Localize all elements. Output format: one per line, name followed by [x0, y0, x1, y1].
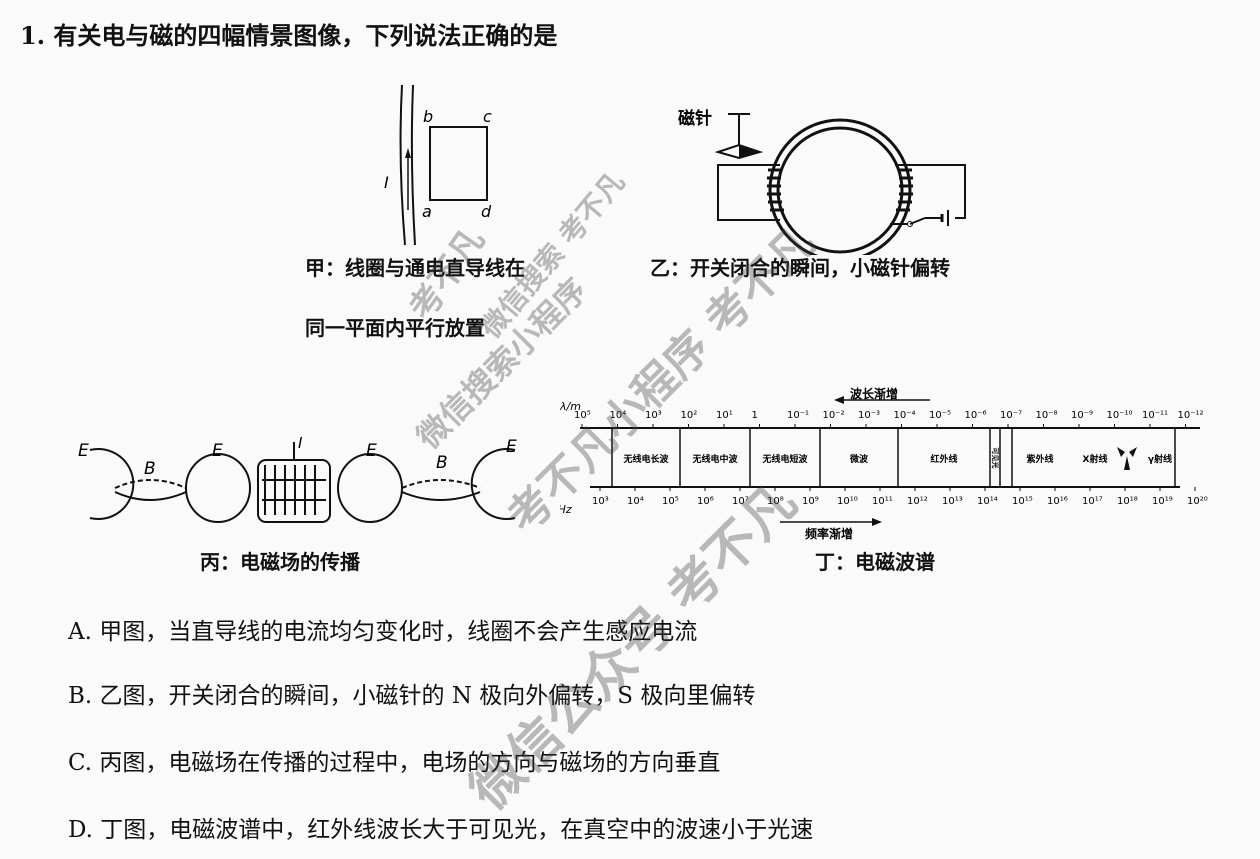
- wire-line: [399, 84, 406, 246]
- wavelength-tick-label: 1: [752, 410, 758, 421]
- option-label: C.: [68, 750, 93, 776]
- figure-yi-diagram: 磁针: [678, 108, 966, 255]
- circuit-wire: [717, 164, 780, 221]
- frequency-tick-label: 10¹²: [907, 496, 928, 507]
- frequency-tick-label: 10³: [592, 496, 609, 507]
- option-text: 甲图，当直导线的电流均匀变化时，线圈不会产生感应电流: [99, 619, 698, 645]
- frequency-tick-label: 10⁹: [802, 496, 819, 507]
- frequency-tick-label: 10¹⁷: [1082, 496, 1103, 507]
- caption-bing: 丙：电磁场的传播: [200, 550, 360, 574]
- label-current: I: [298, 434, 303, 452]
- option-text: 丁图，电磁波谱中，红外线波长大于可见光，在真空中的波速小于光速: [100, 817, 814, 843]
- frequency-tick-label: 10¹⁵: [1012, 496, 1033, 507]
- frequency-tick-label: 10⁶: [697, 496, 714, 507]
- option-text: 丙图，电磁场在传播的过程中，电场的方向与磁场的方向垂直: [99, 750, 721, 776]
- wavelength-tick-label: 10⁻¹¹: [1142, 410, 1168, 421]
- label-b: b: [423, 107, 433, 126]
- label-e: E: [506, 437, 517, 457]
- wavelength-arrow-label: 波长渐增: [850, 386, 898, 401]
- iron-ring: [768, 118, 912, 255]
- frequency-arrow-label: 频率渐增: [805, 526, 853, 540]
- frequency-tick-label: 10²⁰: [1187, 496, 1208, 507]
- frequency-tick-label: 10⁷: [732, 496, 749, 507]
- wavelength-tick-label: 10²: [681, 410, 698, 421]
- figure-jia-diagram: b c a d I: [384, 84, 492, 246]
- wavelength-tick-label: 10⁻⁹: [1071, 410, 1093, 421]
- frequency-tick-label: 10¹⁹: [1152, 496, 1173, 507]
- wavelength-axis-label: λ/m: [560, 400, 581, 413]
- label-current: I: [384, 173, 389, 192]
- frequency-tick-label: 10¹⁶: [1047, 496, 1068, 507]
- band-label: 可见光: [991, 448, 1000, 469]
- b-field-loop: [401, 479, 481, 489]
- figure-bing-diagram: E B E I E B E: [78, 434, 517, 523]
- band-label: 微波: [849, 453, 869, 465]
- wavelength-tick-label: 10⁻⁸: [1036, 410, 1058, 421]
- frequency-tick-label: 10¹¹: [872, 496, 893, 507]
- e-field-loop: [185, 453, 251, 523]
- wavelength-tick-label: 10⁴: [610, 410, 627, 421]
- label-b: B: [144, 459, 156, 479]
- e-field-loop: [470, 448, 516, 520]
- wavelength-tick-label: 10⁵: [574, 410, 591, 421]
- band-label: X射线: [1083, 453, 1108, 465]
- label-e: E: [78, 441, 89, 461]
- radiation-icon: [1117, 447, 1137, 470]
- wavelength-tick-label: 10⁻¹: [787, 410, 809, 421]
- band-label: γ射线: [1148, 453, 1172, 465]
- frequency-tick-label: 10¹⁸: [1117, 496, 1138, 507]
- caption-jia-line2: 同一平面内平行放置: [305, 316, 485, 340]
- wavelength-tick-label: 10⁻²: [823, 410, 845, 421]
- e-field-loop: [89, 448, 135, 520]
- figure-ding-spectrum: 波长渐增 λ/m f/Hz 10⁵ 10⁴ 10³ 10² 10¹ 1 10⁻¹ 10⁻² 10…: [560, 386, 1208, 540]
- wavelength-tick-label: 10⁻³: [858, 410, 880, 421]
- caption-ding: 丁：电磁波谱: [815, 550, 935, 574]
- question-title: 1. 有关电与磁的四幅情景图像，下列说法正确的是: [20, 21, 558, 50]
- label-e: E: [212, 441, 223, 461]
- label-e: E: [366, 441, 377, 461]
- band-label: 红外线: [930, 453, 957, 465]
- label-c: c: [483, 107, 492, 126]
- wavelength-tick-label: 10⁻⁶: [965, 410, 987, 421]
- option-b[interactable]: B. 乙图，开关闭合的瞬间，小磁针的 N 极向外偏转，S 极向里偏转: [68, 676, 755, 710]
- b-field-loop: [114, 479, 187, 489]
- option-label: D.: [68, 817, 93, 843]
- option-a[interactable]: A. 甲图，当直导线的电流均匀变化时，线圈不会产生感应电流: [68, 612, 697, 646]
- band-label: 无线电长波: [622, 453, 669, 465]
- band-label: 无线电短波: [761, 453, 808, 465]
- frequency-tick-label: 10⁵: [662, 496, 679, 507]
- option-text: 乙图，开关闭合的瞬间，小磁针的 N 极向外偏转，S 极向里偏转: [99, 683, 756, 709]
- e-field-loop: [337, 453, 403, 523]
- coil-windings: [767, 168, 913, 212]
- option-label: B.: [68, 683, 93, 709]
- caption-jia-line1: 甲：线圈与通电直导线在: [305, 256, 525, 280]
- option-label: A.: [68, 619, 92, 645]
- label-d: d: [481, 202, 492, 221]
- wavelength-tick-label: 10⁻¹⁰: [1107, 410, 1133, 421]
- wavelength-tick-label: 10¹: [716, 410, 733, 421]
- frequency-axis-label: f/Hz: [560, 503, 572, 516]
- coil-rectangle: [429, 126, 488, 201]
- band-label: 无线电中波: [691, 453, 738, 465]
- wavelength-tick-label: 10³: [645, 410, 662, 421]
- wavelength-tick-label: 10⁻⁴: [894, 410, 916, 421]
- needle-label: 磁针: [678, 108, 712, 129]
- wavelength-tick-label: 10⁻⁵: [929, 410, 951, 421]
- frequency-tick-label: 10⁸: [767, 496, 784, 507]
- option-d[interactable]: D. 丁图，电磁波谱中，红外线波长大于可见光，在真空中的波速小于光速: [68, 810, 813, 844]
- wire-line: [410, 84, 416, 246]
- band-label: 紫外线: [1026, 453, 1053, 465]
- label-b: B: [436, 453, 448, 473]
- option-c[interactable]: C. 丙图，电磁场在传播的过程中，电场的方向与磁场的方向垂直: [68, 743, 720, 777]
- arrow-head-icon: [405, 148, 411, 158]
- frequency-tick-label: 10¹⁴: [977, 496, 998, 507]
- frequency-tick-label: 10⁴: [627, 496, 644, 507]
- label-a: a: [422, 202, 432, 221]
- frequency-tick-label: 10¹³: [942, 496, 963, 507]
- frequency-tick-label: 10¹⁰: [837, 496, 858, 507]
- wavelength-tick-label: 10⁻⁷: [1000, 410, 1022, 421]
- caption-yi: 乙：开关闭合的瞬间，小磁针偏转: [650, 256, 950, 280]
- wavelength-tick-label: 10⁻¹²: [1178, 410, 1204, 421]
